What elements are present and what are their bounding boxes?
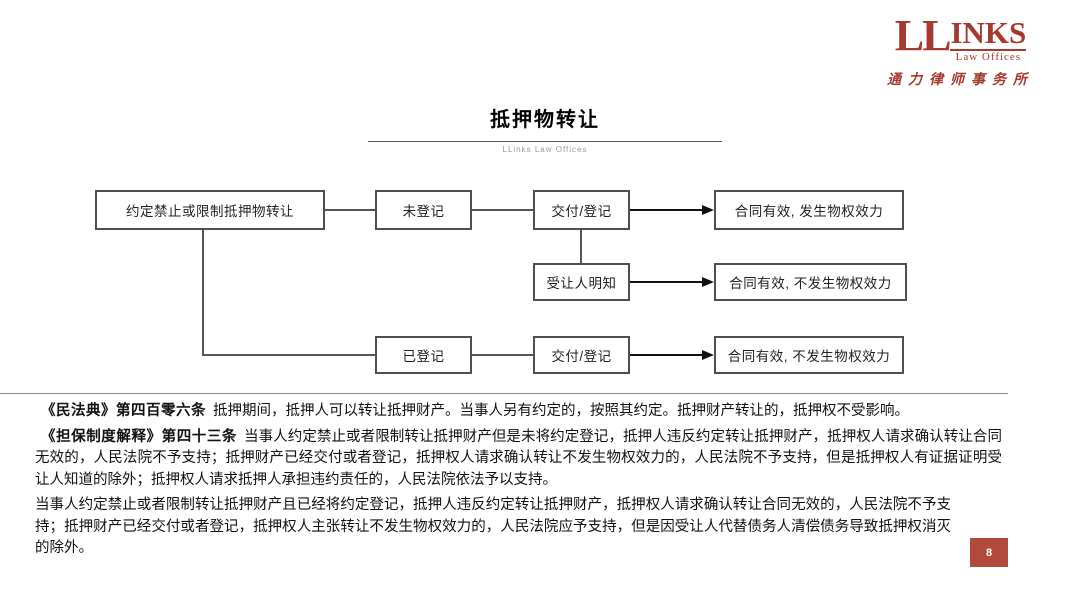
guarantee-interpretation-paragraph: 《担保制度解释》第四十三条当事人约定禁止或者限制转让抵押财产但是未将约定登记，抵…: [35, 427, 1002, 492]
llinks-logo: LL INKS Law Offices 通力律师事务所: [887, 14, 1034, 89]
box-registered: 已登记: [375, 336, 472, 374]
watermark-text: LLinks Law Offices: [502, 145, 588, 154]
connector-line: [325, 209, 375, 211]
horizontal-divider: [0, 393, 1008, 394]
guarantee-article-continuation: 当事人约定禁止或者限制转让抵押财产且已经将约定登记，抵押人违反约定转让抵押财产，…: [35, 497, 951, 556]
connector-line: [202, 230, 204, 356]
box-unregistered: 未登记: [375, 190, 472, 230]
connector-line: [472, 354, 533, 356]
box-transferee-aware: 受让人明知: [533, 263, 630, 301]
box-delivery-registration-2: 交付/登记: [533, 336, 630, 374]
civil-code-article-body: 抵押期间，抵押人可以转让抵押财产。当事人另有约定的，按照其约定。抵押财产转让的，…: [213, 403, 909, 419]
legal-text-block: 《民法典》第四百零六条抵押期间，抵押人可以转让抵押财产。当事人另有约定的，按照其…: [35, 401, 1002, 564]
connector-line: [472, 209, 533, 211]
arrowhead-icon: [702, 277, 714, 287]
logo-chinese-name: 通力律师事务所: [887, 73, 1034, 88]
logo-ll: LL: [894, 11, 952, 60]
title-underline: [368, 141, 722, 142]
connector-arrow-line: [630, 281, 703, 283]
logo-law-offices: Law Offices: [950, 49, 1027, 63]
page-title: 抵押物转让: [490, 109, 600, 131]
box-result-valid-not-effective-2: 合同有效, 不发生物权效力: [714, 336, 904, 374]
connector-arrow-line: [630, 354, 703, 356]
box-result-valid-not-effective-1: 合同有效, 不发生物权效力: [714, 263, 907, 301]
arrowhead-icon: [702, 205, 714, 215]
guarantee-article-body: 当事人约定禁止或者限制转让抵押财产但是未将约定登记，抵押人违反约定转让抵押财产，…: [35, 428, 1002, 488]
connector-line: [580, 230, 582, 263]
connector-line: [202, 354, 375, 356]
title-block: 抵押物转让 LLinks Law Offices: [368, 103, 722, 154]
box-delivery-registration-1: 交付/登记: [533, 190, 630, 230]
civil-code-article-title: 《民法典》第四百零六条: [41, 403, 206, 419]
civil-code-paragraph: 《民法典》第四百零六条抵押期间，抵押人可以转让抵押财产。当事人另有约定的，按照其…: [35, 401, 1002, 423]
box-restriction-agreement: 约定禁止或限制抵押物转让: [95, 190, 325, 230]
page-number-badge: 8: [970, 538, 1008, 567]
box-result-valid-effective: 合同有效, 发生物权效力: [714, 190, 904, 230]
arrowhead-icon: [702, 350, 714, 360]
logo-inks: INKS: [950, 15, 1027, 50]
logo-wordmark: LL INKS Law Offices: [895, 14, 1027, 63]
connector-arrow-line: [630, 209, 703, 211]
guarantee-article-title: 《担保制度解释》第四十三条: [41, 428, 238, 445]
